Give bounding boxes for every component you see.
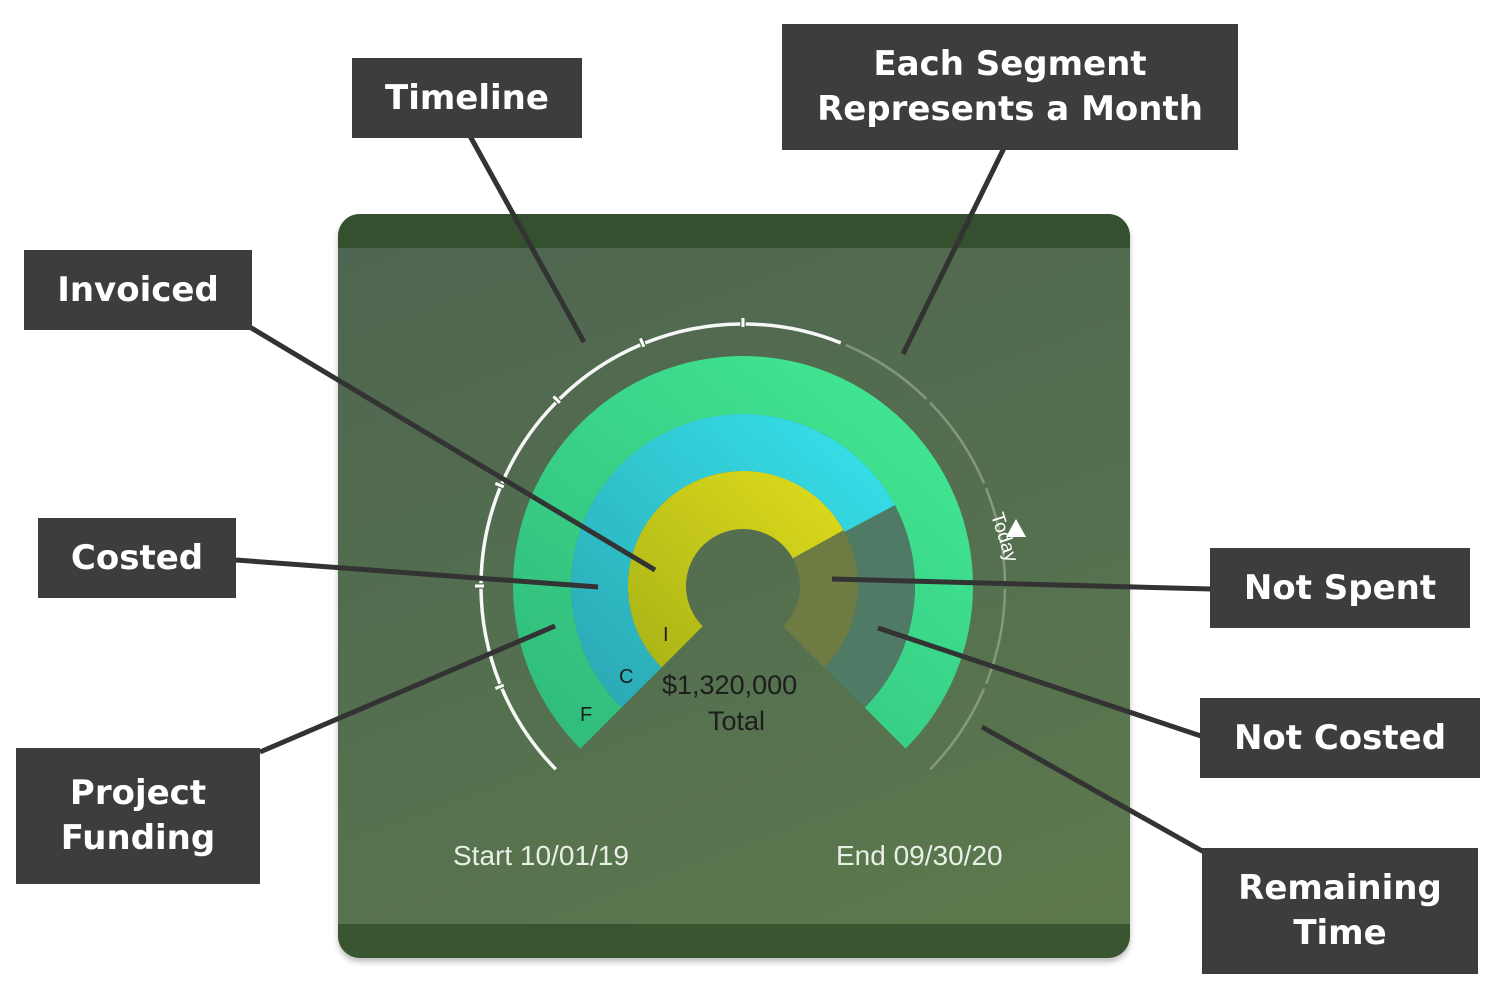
timeline-month-segment — [845, 343, 928, 400]
ring-label-invoiced: I — [663, 624, 669, 646]
timeline-month-segment — [984, 588, 1007, 685]
end-date: End 09/30/20 — [836, 840, 1003, 871]
invoiced-ring — [628, 470, 844, 668]
today-marker-icon — [1006, 519, 1026, 537]
not-spent-callout: Not Spent — [1210, 548, 1470, 628]
timeline-tick — [494, 683, 505, 690]
ring-label-funding: F — [580, 704, 593, 726]
project-gauge-card: Today F C I $1,320,000 Total Start 10/01… — [338, 214, 1130, 958]
ring-label-costed: C — [619, 666, 634, 688]
costed-callout: Costed — [38, 518, 236, 598]
timeline-month-segment — [479, 487, 502, 584]
start-date: Start 10/01/19 — [453, 840, 629, 871]
timeline-month-segment — [479, 588, 502, 685]
not-spent-segment — [783, 530, 858, 668]
total-amount: $1,320,000 — [662, 670, 798, 700]
card-footer-bar — [338, 924, 1130, 958]
timeline-month-segment — [929, 401, 986, 484]
timeline-tick — [639, 337, 646, 348]
timeline-callout: Timeline — [352, 58, 582, 138]
timeline-month-segment — [644, 322, 741, 345]
invoiced-callout: Invoiced — [24, 250, 252, 330]
segment-callout: Each Segment Represents a Month — [782, 24, 1238, 150]
timeline-month-segment — [984, 487, 1007, 584]
not-costed-callout: Not Costed — [1200, 698, 1480, 778]
funding-callout: Project Funding — [16, 748, 260, 884]
total-label: Total — [708, 706, 766, 736]
remaining-callout: Remaining Time — [1202, 848, 1478, 974]
timeline-tick — [494, 482, 505, 489]
timeline-month-segment — [745, 322, 842, 345]
